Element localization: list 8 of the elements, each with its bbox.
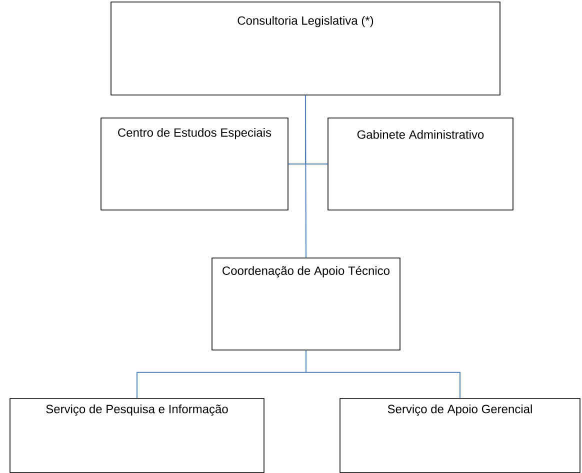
org-box: Coordenação de Apoio Técnico [212,258,400,350]
connector-line [306,350,460,399]
org-box: Consultoria Legislativa (*) [110,2,500,96]
org-box: Gabinete Administrativo [328,118,514,210]
org-box: Serviço de Pesquisa e Informação [10,398,264,473]
org-box: Serviço de Apoio Gerencial [340,398,580,473]
org-box: Centro de Estudos Especiais [100,118,288,210]
connector-line [305,94,306,258]
